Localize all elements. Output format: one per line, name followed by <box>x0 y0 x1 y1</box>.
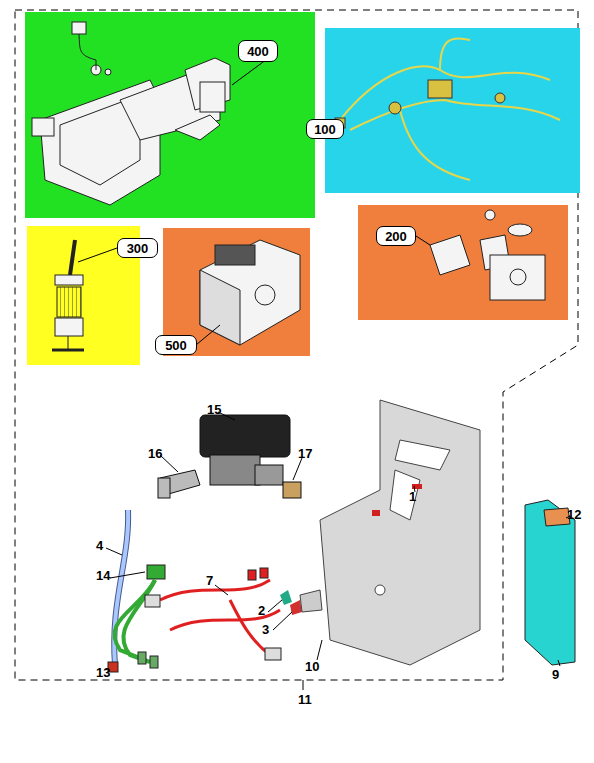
callout-number: 14 <box>96 569 110 582</box>
callout-box: 200 <box>376 226 416 246</box>
callout-number: 3 <box>262 623 269 636</box>
callout-number: 4 <box>96 539 103 552</box>
callout-number: 200 <box>385 230 407 243</box>
callout-box: 100 <box>306 119 344 139</box>
callout-number: 10 <box>305 660 319 673</box>
callout-number: 7 <box>206 574 213 587</box>
callout-number: 300 <box>127 242 149 255</box>
callout-box: 400 <box>238 40 278 62</box>
callout-number: 400 <box>247 45 269 58</box>
callout-number: 500 <box>165 339 187 352</box>
callout-number: 2 <box>258 604 265 617</box>
callout-number: 16 <box>148 447 162 460</box>
callout-number: 13 <box>96 666 110 679</box>
callout-number: 1 <box>409 490 416 503</box>
callout-number: 17 <box>298 447 312 460</box>
callout-box: 300 <box>117 238 158 258</box>
callout-number: 9 <box>552 668 559 681</box>
callout-number: 15 <box>207 403 221 416</box>
callout-number: 12 <box>567 508 581 521</box>
callout-number: 11 <box>298 693 312 706</box>
callout-box: 500 <box>155 335 197 355</box>
callout-number: 100 <box>314 123 336 136</box>
